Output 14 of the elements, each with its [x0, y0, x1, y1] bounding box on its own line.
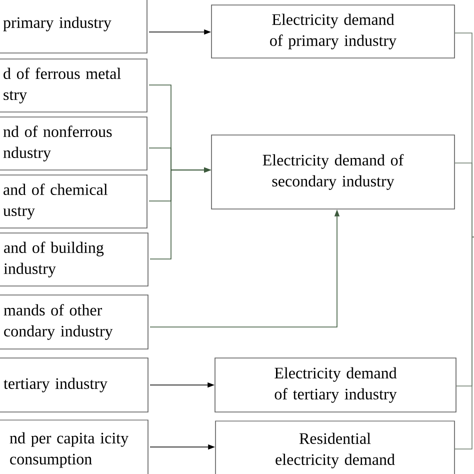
source-box: and of chemical ustry [0, 174, 148, 228]
demand-box: Electricity demand of secondary industry [211, 134, 455, 210]
source-box: d of ferrous metal stry [0, 58, 148, 112]
demand-box: Electricity demand of tertiary industry [214, 358, 456, 412]
source-box: primary industry [0, 0, 148, 54]
source-box: and of building industry [0, 232, 148, 286]
connector-line [454, 162, 474, 238]
source-box: nd of nonferrous ndustry [0, 116, 148, 170]
connector-line [454, 236, 474, 450]
demand-box: Residential electricity demand [215, 420, 455, 474]
source-box: mands of other condary industry [0, 294, 148, 350]
demand-box: Electricity demand of primary industry [211, 4, 455, 58]
source-box: nd per capita icity consumption [0, 420, 148, 474]
source-box: tertiary industry [0, 358, 148, 412]
